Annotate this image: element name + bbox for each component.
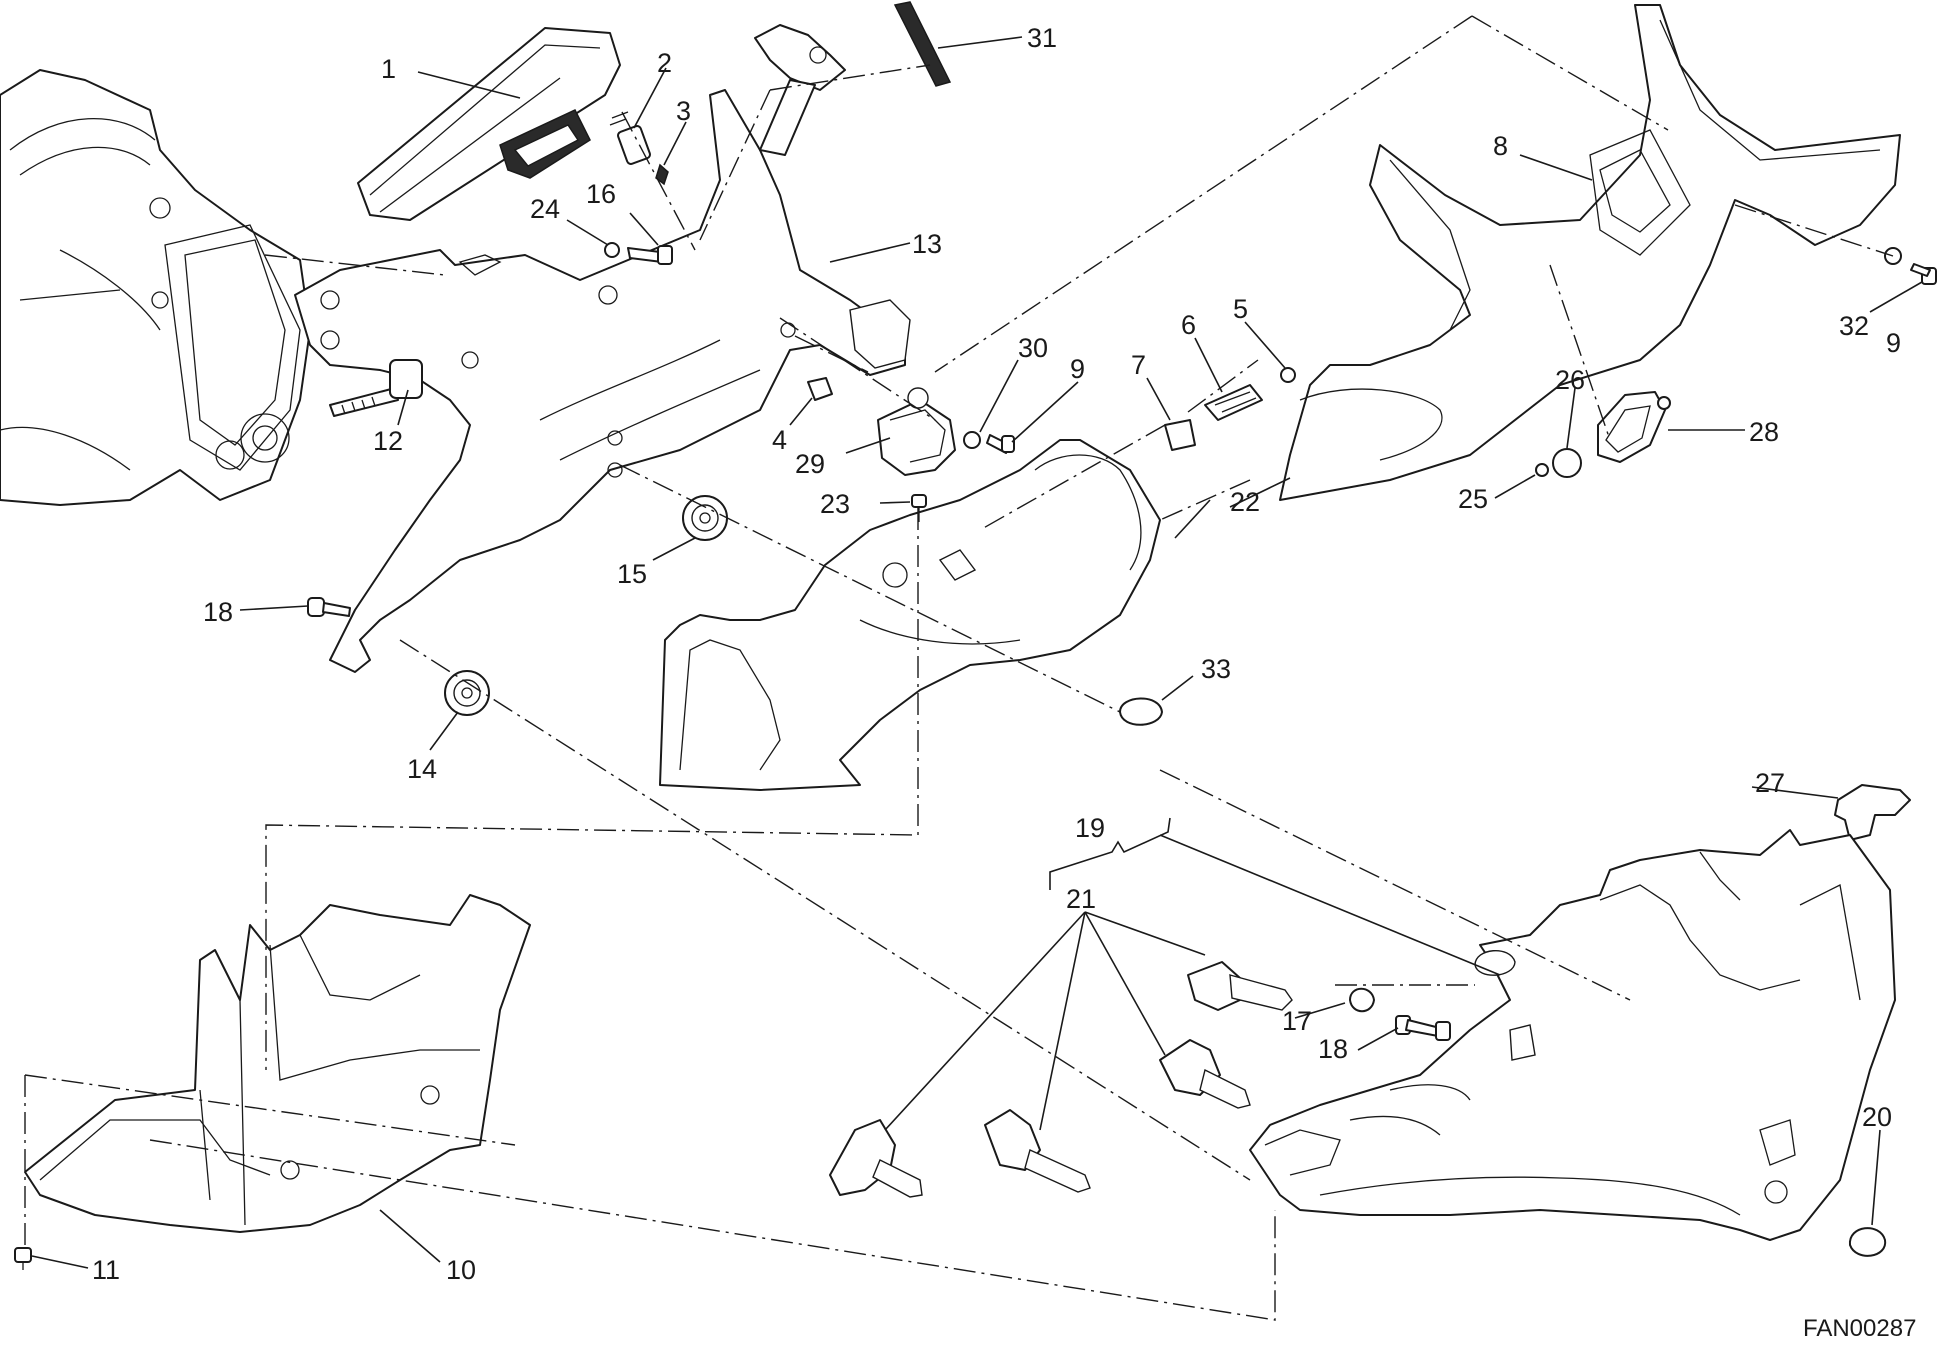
callout-26: 26 — [1555, 365, 1585, 395]
upper-fairing-part — [1279, 4, 1901, 501]
grommet-15-part — [682, 495, 728, 541]
callout-12: 12 — [373, 426, 403, 456]
callout-2: 2 — [657, 48, 672, 78]
small-screw-part — [911, 494, 927, 522]
group-bracket-19 — [1049, 817, 1501, 976]
callout-4: 4 — [772, 425, 787, 455]
callout-33: 33 — [1201, 654, 1231, 684]
callout-14: 14 — [407, 754, 437, 784]
callout-28: 28 — [1749, 417, 1779, 447]
callout-1: 1 — [381, 54, 396, 84]
callout-5: 5 — [1233, 294, 1248, 324]
plug-part — [1119, 697, 1163, 726]
callout-32: 32 — [1839, 311, 1869, 341]
callout-23: 23 — [820, 489, 850, 519]
callout-24: 24 — [530, 194, 560, 224]
callout-18-upper: 18 — [203, 597, 233, 627]
callout-3: 3 — [676, 96, 691, 126]
callout-30: 30 — [1018, 333, 1048, 363]
screw-11-part — [14, 1247, 32, 1270]
callout-7: 7 — [1131, 350, 1146, 380]
callout-29: 29 — [795, 449, 825, 479]
callout-11: 11 — [92, 1255, 120, 1285]
callout-31: 31 — [1027, 23, 1057, 53]
screw-and-washer-part — [604, 242, 673, 265]
spacer-part — [609, 111, 669, 186]
headlamp-support-bracket-part — [294, 24, 911, 673]
clip-sensor-and-screw-part — [1164, 367, 1296, 451]
bolt-18-upper-part — [307, 597, 351, 617]
callout-22: 22 — [1230, 487, 1260, 517]
grommet-20-part — [1848, 1227, 1887, 1257]
nut-part — [807, 377, 833, 401]
callout-10: 10 — [446, 1255, 476, 1285]
assembly-dash-lines — [24, 15, 1894, 1321]
callout-13: 13 — [912, 229, 942, 259]
spacer-and-bolt-lower-part — [1349, 987, 1451, 1041]
light-lens-part — [1535, 391, 1671, 478]
bracket-clip-part — [1834, 784, 1911, 841]
washer-and-screw-right-part — [1884, 247, 1937, 285]
bulb-2-part — [1159, 1039, 1251, 1109]
bulb-1-part — [1187, 961, 1293, 1011]
washer-and-screw-part — [963, 431, 1015, 454]
lower-panel-part — [24, 894, 531, 1233]
callout-17: 17 — [1282, 1006, 1312, 1036]
callout-6: 6 — [1181, 310, 1196, 340]
callout-21: 21 — [1066, 884, 1096, 914]
callout-labels: 1 2 3 31 24 16 13 12 4 29 30 9 7 6 5 8 3… — [92, 23, 1901, 1285]
foam-strip-part — [893, 1, 952, 87]
clamp-part — [877, 387, 956, 476]
bulb-3-part — [829, 1119, 923, 1198]
bulb-4-part — [984, 1109, 1091, 1193]
drawing-code: FAN00287 — [1803, 1315, 1916, 1342]
callout-18-lower: 18 — [1318, 1034, 1348, 1064]
callout-16: 16 — [586, 179, 616, 209]
bulb-leader-fan-21 — [884, 911, 1206, 1131]
callout-25: 25 — [1458, 484, 1488, 514]
frame-part — [0, 69, 311, 506]
callout-9-right: 9 — [1886, 328, 1901, 358]
callout-20: 20 — [1862, 1102, 1892, 1132]
grommet-14-part — [444, 670, 490, 716]
callout-19: 19 — [1075, 813, 1105, 843]
callout-15: 15 — [617, 559, 647, 589]
callout-27: 27 — [1755, 768, 1785, 798]
bolt-with-bushing-part — [329, 359, 423, 417]
callout-8: 8 — [1493, 131, 1508, 161]
callout-9-center: 9 — [1070, 354, 1085, 384]
instrument-panel-part — [357, 27, 621, 221]
headlamp-assembly-part — [1249, 829, 1896, 1241]
callout-leader-lines — [31, 36, 1923, 1269]
inner-cover-panel-part — [659, 439, 1161, 791]
